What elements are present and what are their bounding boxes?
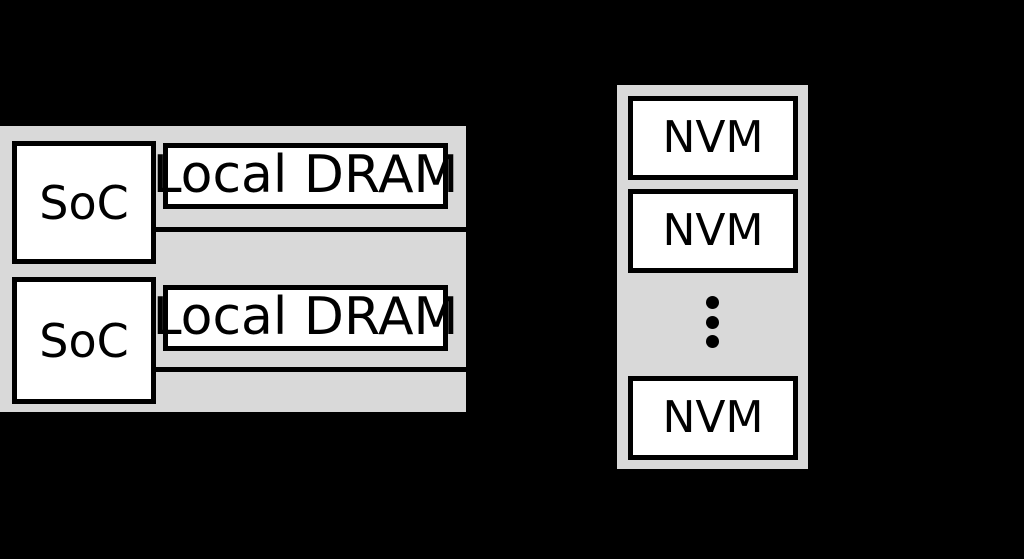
local-dram-box-1[interactable]: Local DRAM bbox=[153, 143, 458, 209]
compute-node-divider-2 bbox=[152, 367, 466, 372]
soc-box-1[interactable]: SoC bbox=[12, 141, 156, 264]
soc-box-2-label: SoC bbox=[39, 313, 129, 368]
vertical-ellipsis-icon bbox=[705, 296, 719, 348]
ellipsis-dot bbox=[705, 315, 719, 329]
compute-node-divider-1 bbox=[152, 227, 466, 232]
local-dram-box-2-label: Local DRAM bbox=[152, 286, 459, 347]
ellipsis-dot bbox=[705, 335, 719, 348]
nvm-box-3[interactable]: NVM bbox=[628, 376, 798, 460]
local-dram-box-2[interactable]: Local DRAM bbox=[153, 285, 458, 351]
local-dram-box-1-label: Local DRAM bbox=[152, 144, 459, 205]
ellipsis-dot bbox=[705, 296, 719, 309]
nvm-box-2[interactable]: NVM bbox=[628, 189, 798, 273]
soc-box-1-label: SoC bbox=[39, 175, 129, 230]
soc-box-2[interactable]: SoC bbox=[12, 277, 156, 404]
nvm-box-2-label: NVM bbox=[662, 205, 764, 256]
nvm-box-1-label: NVM bbox=[662, 112, 764, 163]
nvm-box-3-label: NVM bbox=[662, 392, 764, 443]
nvm-box-1[interactable]: NVM bbox=[628, 96, 798, 180]
